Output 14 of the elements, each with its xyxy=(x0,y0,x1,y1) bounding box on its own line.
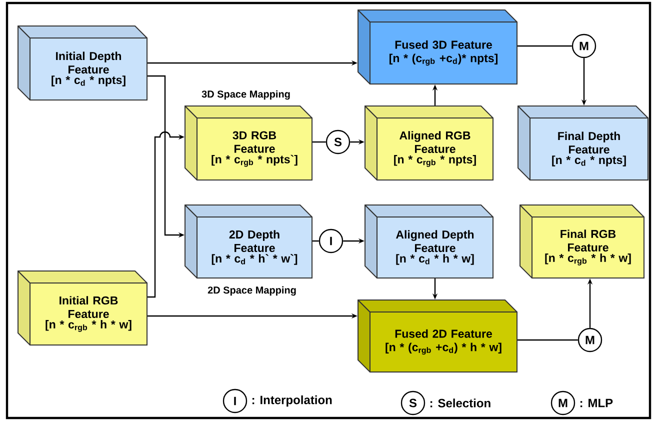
feature-box: Aligned Depth Feature [n * c$_{d}$ * h * w] xyxy=(364,204,494,278)
symbol-caption: : MLP xyxy=(580,398,613,408)
symbol-caption: : Interpolation xyxy=(252,395,332,407)
feature-box: Final Depth Feature [n * c$_{d}$ * npts] xyxy=(518,106,648,180)
feature-box: Final RGB Feature [n * c$_{rgb}$ * h * w] xyxy=(520,204,644,278)
feature-box: Initial RGB Feature [n * c$_{rgb}$ * h * w] xyxy=(18,270,148,346)
symbol-caption: : Selection xyxy=(430,398,490,408)
feature-box: Fused 2D Feature [n * (c$_{rgb}$ +c$_{d}$) * h * w] xyxy=(358,300,518,372)
feature-box: Fused 3D Feature [n * (c$_{rgb}$ +c$_{d}$)* npts] xyxy=(358,10,518,84)
feature-box: 2D Depth Feature [n * c$_{d}$ * h` * w`] xyxy=(184,204,312,278)
feature-box: Aligned RGB Feature [n * c$_{rgb}$ * npts] xyxy=(364,106,494,180)
feature-box: Initial Depth Feature [n * c$_{d}$ * npts] xyxy=(18,26,148,100)
section-label: 3D Space Mapping xyxy=(202,90,290,100)
feature-box: 3D RGB Feature [n * c$_{rgb}$ * npts`] xyxy=(184,106,312,180)
